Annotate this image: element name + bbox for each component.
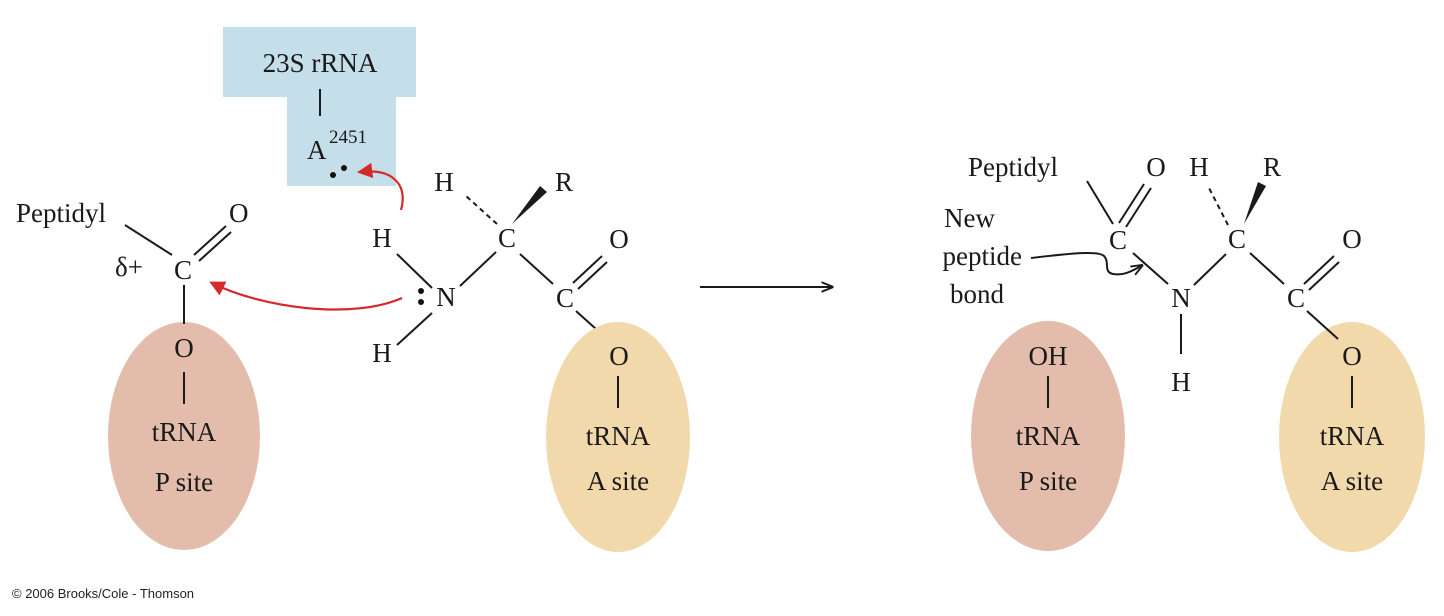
- p-site-ellipse: [108, 322, 260, 550]
- lone-pair-dot: [330, 172, 336, 178]
- calpha-h-hashed-bond: [465, 195, 498, 225]
- carbonyl-double-bond: [193, 225, 227, 256]
- carboxyl-c: C: [556, 283, 574, 313]
- a2451-number: 2451: [329, 127, 367, 148]
- product-alpha-c: C: [1228, 224, 1246, 254]
- product-carboxyl-double-bond: [1303, 255, 1335, 285]
- p-site-trna: tRNA: [152, 417, 217, 447]
- product-amide-h: H: [1171, 367, 1191, 397]
- product-p-site-trna: tRNA: [1016, 421, 1081, 451]
- new-bond-label-line1: New: [944, 203, 995, 233]
- nh-bond-top: [396, 253, 433, 289]
- product-carbonyl-double-bond: [1125, 187, 1152, 228]
- product-p-site-label: P site: [1019, 466, 1077, 496]
- product-calpha-h-hashed-bond: [1207, 185, 1229, 226]
- product-alpha-r: R: [1263, 152, 1281, 182]
- calpha-r-wedge-bond: [512, 186, 547, 224]
- alpha-h: H: [434, 167, 454, 197]
- amine-n: N: [436, 282, 456, 312]
- delta-plus: δ+: [115, 252, 143, 282]
- alpha-c: C: [498, 223, 516, 253]
- carbonyl-c: C: [174, 255, 192, 285]
- product-p-site-ellipse: [971, 321, 1125, 551]
- a2451-residue: A: [307, 135, 327, 165]
- peptidyl-bond: [124, 224, 173, 256]
- proton-transfer-arrow: [356, 162, 404, 211]
- n-lone-pair-dot: [418, 288, 424, 294]
- product-calpha-r-wedge-bond: [1244, 182, 1266, 224]
- product-calpha-ccarboxyl-bond: [1249, 252, 1285, 285]
- carboxyl-o: O: [609, 224, 629, 254]
- nh-bond-bottom: [396, 312, 433, 346]
- lone-pair-dot: [341, 165, 347, 171]
- product-carbonyl-o: O: [1146, 152, 1166, 182]
- new-bond-pointer: [1030, 251, 1141, 274]
- product-peptidyl-label: Peptidyl: [968, 152, 1058, 182]
- product-amide-n: N: [1171, 283, 1191, 313]
- a-site-label: A site: [587, 466, 649, 496]
- n-calpha-bond: [459, 251, 497, 287]
- new-bond-label-line3: bond: [950, 279, 1005, 309]
- product-carboxyl-o: O: [1342, 224, 1362, 254]
- product-p-site-oh: OH: [1029, 341, 1068, 371]
- calpha-ccarboxyl-bond: [519, 253, 554, 285]
- alpha-r: R: [555, 167, 573, 197]
- a-site-trna: tRNA: [586, 421, 651, 451]
- carboxyl-double-bond: [577, 261, 608, 290]
- product-c-n-bond: [1132, 252, 1169, 285]
- carbonyl-double-bond: [198, 231, 232, 262]
- product-carboxyl-ester-bond: [1306, 310, 1339, 340]
- product-alpha-h: H: [1189, 152, 1209, 182]
- amine-h-top: H: [372, 223, 392, 253]
- rrna-title: 23S rRNA: [263, 48, 378, 78]
- product-a-site-ellipse: [1279, 322, 1425, 552]
- new-bond-label-line2: peptide: [943, 241, 1022, 271]
- product-ester-o: O: [1342, 341, 1362, 371]
- product-a-site-label: A site: [1321, 466, 1383, 496]
- product-carboxyl-c: C: [1287, 283, 1305, 313]
- product-carbonyl-c: C: [1109, 225, 1127, 255]
- product-carboxyl-double-bond: [1308, 261, 1340, 291]
- n-lone-pair-dot: [418, 299, 424, 305]
- product-carbonyl-double-bond: [1118, 183, 1145, 224]
- carboxyl-double-bond: [572, 255, 603, 284]
- a-site-ellipse: [546, 322, 690, 552]
- a-ester-o: O: [609, 341, 629, 371]
- nucleophilic-attack-arrow: [209, 281, 403, 311]
- product-a-site-trna: tRNA: [1320, 421, 1385, 451]
- carbonyl-o: O: [229, 198, 249, 228]
- ester-o: O: [174, 333, 194, 363]
- peptidyl-label: Peptidyl: [16, 198, 106, 228]
- amine-h-bottom: H: [372, 338, 392, 368]
- copyright-credit: © 2006 Brooks/Cole - Thomson: [12, 586, 195, 601]
- product-n-calpha-bond: [1193, 253, 1227, 286]
- product-peptidyl-bond: [1086, 180, 1114, 225]
- p-site-label: P site: [155, 467, 213, 497]
